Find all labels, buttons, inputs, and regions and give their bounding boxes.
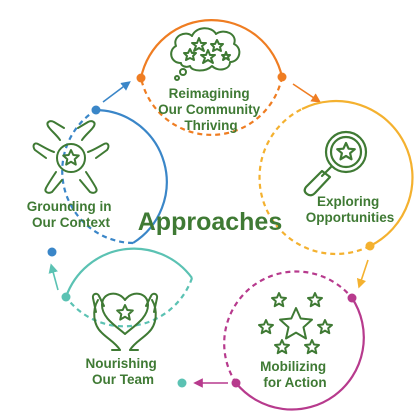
stage-exploring: Exploring Opportunities	[258, 99, 414, 256]
stage-label-grounding: Grounding in Our Context	[27, 199, 116, 230]
magnifying-glass-star-icon	[303, 130, 368, 197]
node-dot	[231, 378, 241, 388]
ring-exploring-dashed	[258, 108, 371, 256]
stage-label-line: Mobilizing	[260, 359, 326, 374]
ring-reimagining-solid	[139, 19, 284, 79]
ring-grounding-solid	[95, 108, 168, 244]
stage-label-line: Thriving	[184, 118, 237, 133]
stage-label-line: Our Team	[92, 372, 154, 387]
node-dot	[347, 293, 357, 303]
center-title: Approaches	[138, 208, 282, 236]
stage-label-line: Reimagining	[169, 86, 250, 101]
stage-label-exploring: Exploring Opportunities	[306, 194, 395, 225]
stage-reimagining: Reimagining Our Community Thriving	[136, 19, 287, 136]
stage-label-line: Exploring	[317, 194, 379, 209]
node-dot	[365, 241, 375, 251]
ring-exploring-solid	[301, 99, 414, 247]
stage-label-reimagining: Reimagining Our Community Thriving	[158, 86, 264, 133]
ring-reimagining-dashed	[139, 76, 284, 136]
ring-mobilizing-dashed	[223, 270, 353, 384]
node-dot	[277, 72, 287, 82]
stage-label-line: Nourishing	[85, 356, 156, 371]
ring-nourishing-dashed	[65, 277, 194, 328]
thought-bubble-stars-icon	[170, 27, 241, 81]
arrow-reimagining-to-exploring	[292, 83, 321, 103]
connector-arrows	[48, 81, 369, 388]
ring-grounding-dashed	[61, 109, 134, 245]
ring-mobilizing-solid	[235, 297, 365, 411]
node-dot	[177, 378, 187, 388]
stage-label-line: Opportunities	[306, 210, 395, 225]
stage-grounding: Grounding in Our Context	[27, 105, 168, 257]
stage-label-line: for Action	[263, 375, 326, 390]
stage-label-mobilizing: Mobilizing for Action	[260, 359, 330, 390]
stage-label-line: Our Context	[32, 215, 111, 230]
arrow-grounding-to-reimagining	[102, 81, 131, 103]
node-dot	[61, 292, 71, 302]
node-dot	[47, 247, 57, 257]
hands-holding-heart-icon	[91, 292, 159, 351]
hands-circle-star-icon	[32, 120, 110, 194]
ring-nourishing-solid	[64, 247, 193, 298]
stage-mobilizing: Mobilizing for Action	[223, 270, 365, 411]
stage-label-nourishing: Nourishing Our Team	[85, 356, 160, 387]
arrow-exploring-to-mobilizing	[356, 259, 369, 289]
stage-nourishing: Nourishing Our Team	[61, 247, 194, 388]
node-dot	[136, 73, 146, 83]
stage-label-line: Grounding in	[27, 199, 112, 214]
stars-cluster-icon	[258, 292, 333, 355]
node-dot	[91, 105, 101, 115]
stage-label-line: Our Community	[158, 102, 260, 117]
arrow-nourishing-to-grounding	[48, 263, 59, 291]
